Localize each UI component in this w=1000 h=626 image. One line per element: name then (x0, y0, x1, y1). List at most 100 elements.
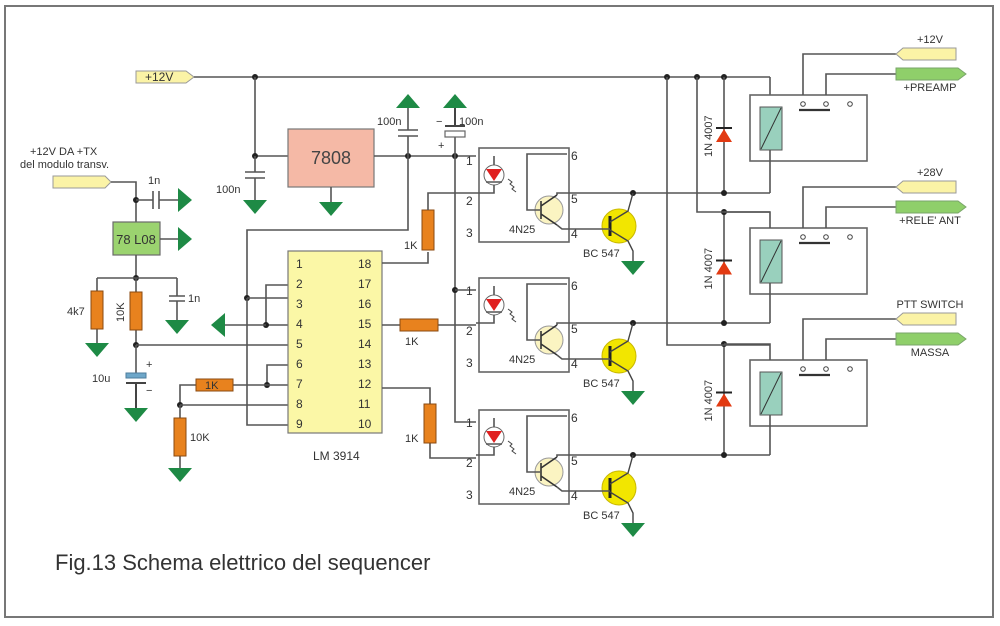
wire (179, 404, 288, 468)
opto-pin-label: 5 (571, 322, 578, 336)
opto-pin-label: 6 (571, 149, 578, 163)
ground-icon (85, 343, 109, 357)
output-connector-top (895, 312, 957, 326)
output-label-bottom: +PREAMP (904, 82, 957, 94)
light-emission-icon (507, 440, 517, 455)
capacitor-7808-out (398, 108, 418, 156)
wire (825, 206, 896, 228)
ground-icon (243, 200, 267, 214)
resistor-10k-a (129, 291, 143, 331)
wire (724, 343, 771, 360)
regulator-7808: 7808 (287, 128, 375, 188)
output-label-top: PTT SWITCH (896, 299, 963, 311)
regulator-78l08: 78 L08 (112, 221, 161, 256)
led-triangle (486, 299, 502, 311)
led-triangle (486, 431, 502, 443)
wire (246, 156, 409, 298)
relay2-supply-wire (696, 77, 770, 213)
diode-icon (716, 261, 732, 275)
emitter-wire (556, 224, 610, 230)
ic-pin-label: 16 (358, 297, 372, 311)
opto-pin-label: 5 (571, 454, 578, 468)
resistor-1k-pin7-label: 1K (205, 380, 219, 392)
diode-icon (716, 393, 732, 407)
light-emission-icon (507, 308, 517, 323)
wire (265, 284, 288, 326)
ground-icon (168, 468, 192, 482)
opto-pin-label: 2 (466, 456, 473, 470)
ground-icon (443, 94, 467, 108)
tx-supply-connector (52, 175, 112, 189)
relay-contact (847, 234, 853, 240)
wire (266, 364, 288, 385)
opto-pin-label: 2 (466, 194, 473, 208)
cap-electro-top-label: 100n (459, 116, 483, 128)
ic-lm3914 (287, 250, 383, 434)
transistor-bc547 (601, 208, 637, 244)
output-connector-top (895, 180, 957, 194)
opto-pin-label: 4 (571, 489, 578, 503)
capacitor-10u (126, 382, 146, 408)
electrolytic-10u-plate (125, 372, 147, 379)
resistor-1k-ch1-label: 1K (404, 240, 418, 252)
emitter-wire (556, 486, 610, 492)
wire (825, 73, 896, 95)
resistor-1k-pin7 (195, 378, 234, 392)
ic-pin-label: 11 (358, 397, 371, 411)
wire-pin18 (382, 252, 429, 264)
wire-pin12 (382, 387, 476, 459)
light-emission-icon (507, 178, 517, 193)
relay-contact (823, 234, 829, 240)
cap-1n-label: 1n (188, 293, 200, 305)
relay (749, 359, 868, 427)
relay-contact (800, 366, 806, 372)
transistor-leads (609, 322, 634, 391)
ic-pin-label: 18 (358, 257, 372, 271)
wire (427, 192, 476, 210)
opto-pin-label: 1 (466, 416, 473, 430)
capacitor-78l08-in (136, 191, 178, 209)
relay (749, 94, 868, 162)
ic-label: LM 3914 (313, 449, 360, 463)
wire (179, 384, 288, 405)
output-label-bottom: MASSA (911, 347, 950, 359)
ic-pin-label: 10 (358, 417, 372, 431)
ic-pin-label: 3 (296, 297, 303, 311)
wire (526, 415, 567, 473)
resistor-1k-ch2-label: 1K (405, 336, 419, 348)
ic-pin-label: 2 (296, 277, 303, 291)
ic-pin-label: 7 (296, 377, 303, 391)
resistor-1k-ch3 (423, 403, 437, 444)
diode-label: 1N 4007 (703, 380, 715, 422)
wire (724, 211, 771, 228)
ground-icon (211, 313, 225, 337)
collector-wire (556, 322, 770, 325)
relay-contact (823, 101, 829, 107)
diode-label: 1N 4007 (703, 248, 715, 290)
transistor-bc547 (601, 470, 637, 506)
minus-sign: − (146, 385, 152, 397)
junction (721, 190, 727, 196)
ground-icon (621, 391, 645, 405)
wire (526, 283, 567, 341)
ic-pin-label: 4 (296, 317, 303, 331)
main-supply-label: +12V (145, 70, 173, 84)
diode-label: 1N 4007 (703, 115, 715, 157)
optocoupler-4n25 (478, 409, 570, 505)
opto-pin-label: 5 (571, 192, 578, 206)
relay (749, 227, 868, 295)
relay-contact (847, 101, 853, 107)
cap-10u-label: 10u (92, 373, 110, 385)
cap-7808-in-label: 100n (216, 184, 240, 196)
wire (802, 318, 896, 360)
resistor-1k-ch2 (399, 318, 439, 332)
electrolytic-cap-plate (444, 130, 466, 138)
resistor-4k7 (90, 290, 104, 330)
ground-icon (319, 202, 343, 216)
wire (246, 297, 288, 426)
ground-icon (621, 261, 645, 275)
